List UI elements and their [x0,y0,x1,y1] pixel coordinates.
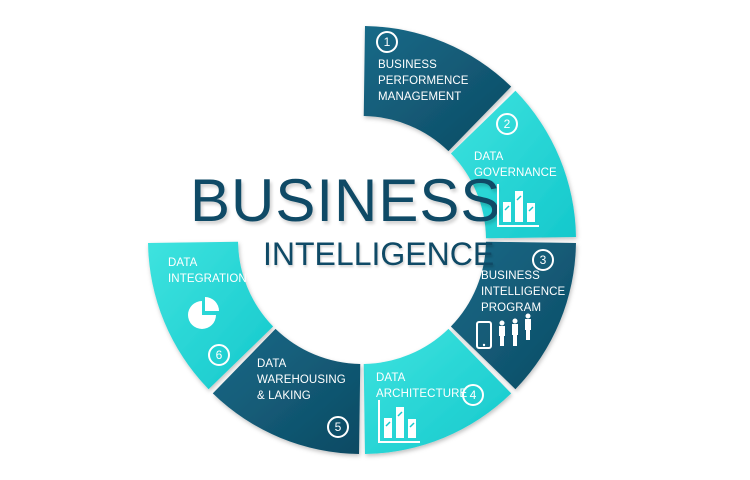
step-number-6: 6 [208,344,230,366]
phone-people-icon [476,313,531,349]
step-number-3: 3 [532,249,554,271]
step-number-1: 1 [376,31,398,53]
segment-2 [450,90,576,239]
label-line: DATA [474,151,504,163]
step-number-2: 2 [496,113,518,135]
segment-5-label: DATA WAREHOUSING & LAKING [257,356,346,404]
label-line: BUSINESS [378,59,437,71]
bar-chart-icon [378,400,420,443]
title-intelligence: INTELLIGENCE [263,236,495,272]
label-line: DATA [168,257,198,269]
label-line: INTEGRATION [168,273,247,285]
title-business: BUSINESS [190,167,502,234]
label-line: ARCHITECTURE [376,388,468,400]
segment-1-label: BUSINESS PERFORMENCE MANAGEMENT [378,57,469,105]
bar-chart-icon [497,184,539,227]
segment-1 [363,26,512,152]
pie-chart-icon [188,297,219,329]
label-line: DATA [257,358,287,370]
step-number-5: 5 [327,416,349,438]
segment-3 [450,241,576,390]
step-number-4: 4 [462,384,484,406]
label-line: INTELLIGENCE [481,286,566,298]
segment-6-label: DATA INTEGRATION [168,255,247,287]
segment-3-label: BUSINESS INTELLIGENCE PROGRAM [481,268,565,316]
label-line: MANAGEMENT [378,91,462,103]
label-line: DATA [376,372,406,384]
segment-4-label: DATA ARCHITECTURE [376,370,467,402]
segment-2-label: DATA GOVERNANCE [474,149,557,181]
label-line: BUSINESS [481,270,540,282]
label-line: GOVERNANCE [474,167,557,179]
label-line: WAREHOUSING [257,374,346,386]
label-line: & LAKING [257,390,311,402]
segment-5 [212,328,361,454]
label-line: PERFORMENCE [378,75,469,87]
label-line: PROGRAM [481,302,542,314]
